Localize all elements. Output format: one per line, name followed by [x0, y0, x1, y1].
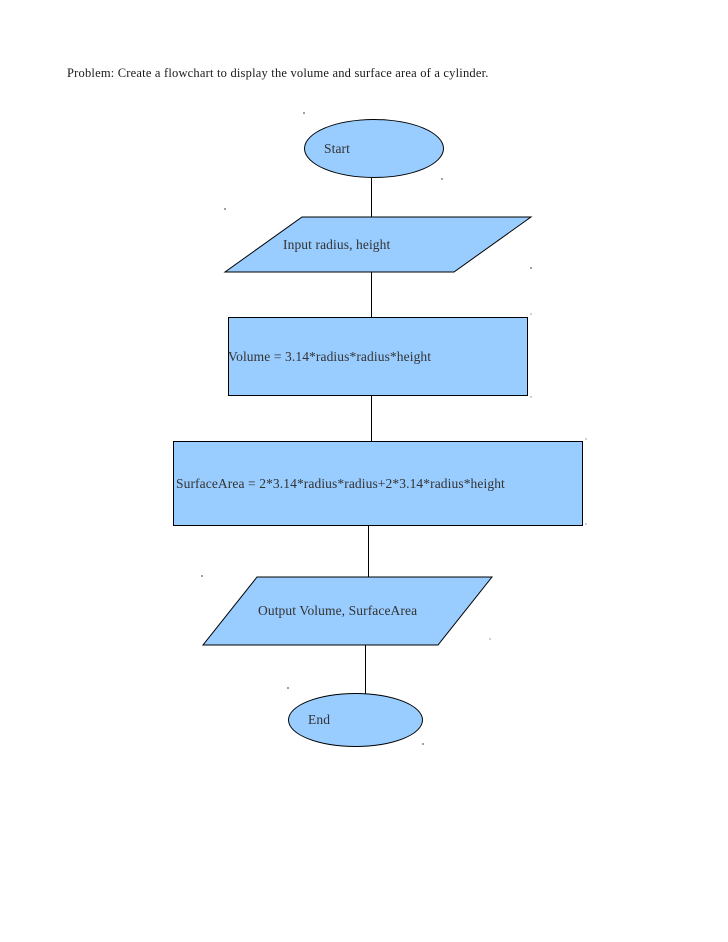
artifact-dot — [585, 523, 587, 525]
edge-volume-surface-area — [371, 396, 372, 442]
parallelogram-shape — [201, 576, 494, 646]
artifact-dot — [585, 438, 587, 440]
artifact-dot — [201, 575, 203, 577]
artifact-dot — [530, 267, 532, 269]
parallelogram-shape — [223, 216, 533, 273]
edge-start-input — [371, 178, 372, 218]
artifact-dot — [441, 178, 443, 180]
node-label-input: Input radius, height — [283, 236, 391, 252]
node-label-surface-area: SurfaceArea = 2*3.14*radius*radius+2*3.1… — [176, 475, 505, 491]
flowchart-node-start: Start — [304, 119, 444, 178]
edge-input-volume — [371, 272, 372, 318]
artifact-dot — [287, 687, 289, 689]
problem-statement: Problem: Create a flowchart to display t… — [67, 66, 489, 80]
node-label-end: End — [308, 712, 331, 727]
flowchart-node-volume: Volume = 3.14*radius*radius*height — [228, 317, 528, 396]
artifact-dot — [530, 396, 532, 398]
artifact-dot — [303, 112, 305, 114]
edge-surface-area-output — [368, 526, 369, 578]
artifact-dot — [489, 638, 491, 640]
flowchart-node-input: Input radius, height — [223, 216, 533, 273]
artifact-dot — [224, 208, 226, 210]
flowchart-node-end: End — [288, 693, 423, 747]
flowchart-node-output: Output Volume, SurfaceArea — [201, 576, 494, 646]
edge-output-end — [365, 645, 366, 694]
node-label-start: Start — [324, 140, 350, 156]
artifact-dot — [422, 743, 424, 745]
node-label-volume: Volume = 3.14*radius*radius*height — [228, 348, 432, 364]
flowchart-node-surface-area: SurfaceArea = 2*3.14*radius*radius+2*3.1… — [173, 441, 583, 526]
node-label-output: Output Volume, SurfaceArea — [258, 603, 418, 618]
artifact-dot — [530, 313, 532, 315]
